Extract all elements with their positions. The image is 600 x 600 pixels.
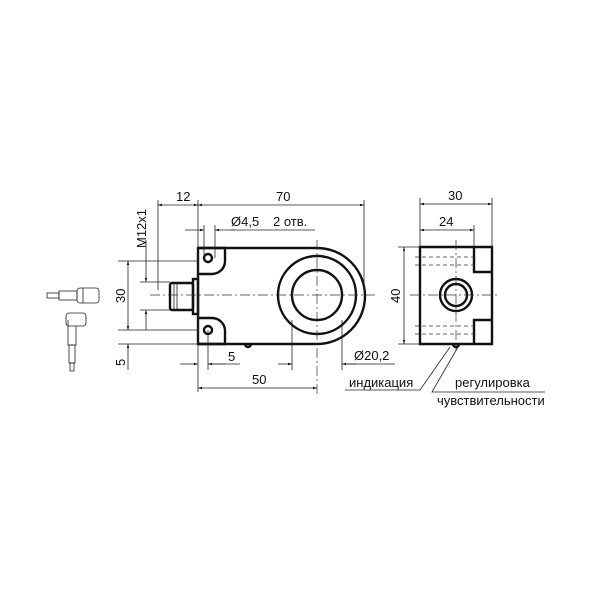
angled-cable-icon bbox=[65, 312, 87, 372]
dim-hole-spacing: 30 bbox=[113, 289, 128, 303]
dim-total-length: 70 bbox=[276, 189, 290, 204]
dim-connector-length: 12 bbox=[176, 189, 190, 204]
label-sensitivity-2: чувствительности bbox=[437, 393, 545, 408]
dim-hole: Ø4,5 bbox=[231, 214, 259, 229]
dim-width: 30 bbox=[448, 188, 462, 203]
dim-thread: M12x1 bbox=[134, 209, 149, 248]
connector bbox=[168, 281, 195, 312]
straight-cable-icon bbox=[46, 287, 100, 304]
front-view: 12 70 Ø4,5 2 отв. M12x1 30 5 5 50 Ø20,2 bbox=[113, 189, 395, 395]
dim-hole-offset: 5 bbox=[113, 359, 128, 366]
side-view: 30 24 40 индикация регулировка чувствите… bbox=[345, 188, 545, 408]
label-indication: индикация bbox=[349, 375, 413, 390]
dim-hole-count: 2 отв. bbox=[273, 214, 307, 229]
dim-inner-width: 24 bbox=[439, 214, 453, 229]
sensor-body-outline bbox=[196, 246, 367, 346]
mounting-hole bbox=[202, 252, 214, 264]
label-sensitivity-1: регулировка bbox=[455, 375, 531, 390]
dim-hole-edge: 5 bbox=[228, 349, 235, 364]
dim-height: 40 bbox=[388, 289, 403, 303]
dim-center-distance: 50 bbox=[252, 372, 266, 387]
dim-bore: Ø20,2 bbox=[354, 348, 389, 363]
